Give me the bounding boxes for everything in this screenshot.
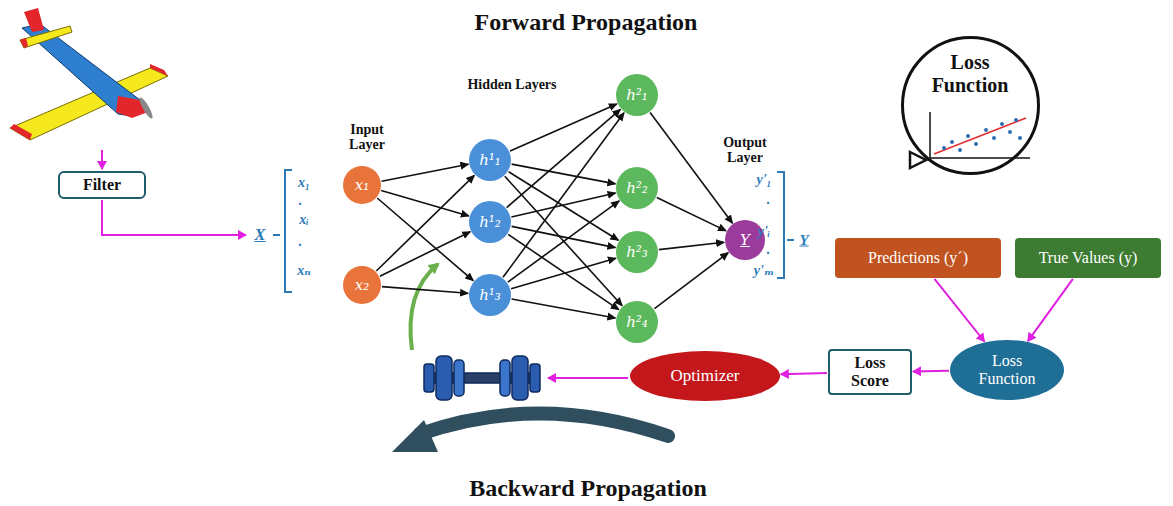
connector-arrow bbox=[382, 287, 468, 294]
vector-dots: . bbox=[766, 242, 770, 258]
hidden-neuron: h²₂ bbox=[616, 167, 658, 209]
loss-function-ellipse: Loss Function bbox=[950, 340, 1064, 400]
connector-arrow bbox=[1028, 279, 1073, 341]
layer-label: Hidden Layers bbox=[467, 77, 556, 93]
node-text: Loss Function bbox=[920, 51, 1020, 97]
node-text: True Values (y) bbox=[1039, 249, 1138, 267]
connector-arrow bbox=[509, 172, 619, 241]
vector-entry: y'ᵢ bbox=[758, 224, 770, 240]
layer-label: Output Layer bbox=[715, 135, 775, 166]
node-text: h²₃ bbox=[626, 243, 648, 261]
connector-arrow bbox=[511, 193, 615, 217]
connector-arrow bbox=[512, 164, 616, 184]
vector-entry: xₙ bbox=[297, 262, 310, 279]
scatter-plot-icon bbox=[910, 112, 1030, 168]
hidden-neuron: h²₁ bbox=[616, 74, 658, 116]
connector-arrow bbox=[377, 198, 473, 281]
leader-line bbox=[101, 150, 103, 169]
layer-label: Input Layer bbox=[337, 122, 397, 153]
flow-arrow bbox=[548, 377, 628, 379]
connector-arrow bbox=[382, 164, 469, 181]
vector-bracket bbox=[285, 170, 292, 292]
diagram-subtitle: Backward Propagation bbox=[469, 475, 707, 502]
connector-arrow bbox=[935, 279, 985, 342]
connector-arrow bbox=[657, 198, 726, 231]
vector-entry: xᵢ bbox=[299, 212, 308, 228]
leader-line bbox=[102, 200, 246, 235]
vector-entry: y'ₘ bbox=[754, 262, 774, 279]
dumbbell-icon bbox=[424, 356, 540, 400]
connector-arrow bbox=[507, 109, 621, 207]
connector-arrow bbox=[781, 373, 827, 374]
connector-arrow bbox=[650, 113, 732, 224]
connector-arrow bbox=[508, 201, 619, 282]
connector-arrow bbox=[512, 299, 616, 318]
vector-dots: . bbox=[298, 234, 302, 250]
update-arrow bbox=[410, 264, 438, 350]
connector-arrow bbox=[655, 253, 729, 309]
dash bbox=[273, 234, 280, 236]
vector-entry: x₁ bbox=[298, 175, 310, 191]
node-text: x₁ bbox=[355, 176, 369, 194]
connector-arrow bbox=[659, 242, 724, 249]
diagram-title: Forward Propagation bbox=[475, 9, 698, 36]
connector-arrow bbox=[503, 113, 624, 278]
node-text: h¹₁ bbox=[479, 151, 501, 169]
optimizer-ellipse: Optimizer bbox=[630, 351, 780, 401]
hidden-neuron: h²₄ bbox=[616, 301, 658, 343]
node-text: Filter bbox=[83, 176, 121, 194]
loss-function-circle: Loss Function bbox=[901, 36, 1040, 175]
dash bbox=[787, 239, 794, 241]
node-text: h¹₂ bbox=[479, 213, 501, 231]
loss-score-box: Loss Score bbox=[828, 349, 912, 396]
true-values-box: True Values (y) bbox=[1015, 238, 1161, 278]
filter-box: Filter bbox=[58, 171, 146, 199]
node-text: Loss Function bbox=[972, 352, 1042, 389]
node-text: h²₁ bbox=[626, 86, 648, 104]
node-text: Predictions (y´) bbox=[868, 249, 968, 267]
airplane-illustration bbox=[10, 8, 168, 140]
vector-dots: . bbox=[298, 193, 302, 209]
vector-name: X bbox=[254, 225, 265, 245]
connector-arrow bbox=[380, 232, 470, 277]
hidden-neuron: h¹₂ bbox=[469, 201, 511, 243]
node-text: Optimizer bbox=[671, 366, 740, 386]
node-text: Y bbox=[740, 231, 750, 249]
vector-name: Y bbox=[799, 232, 808, 249]
connector-arrow bbox=[511, 258, 616, 289]
node-text: h²₄ bbox=[626, 313, 648, 331]
node-text: x₂ bbox=[355, 276, 369, 294]
connector-arrow bbox=[376, 175, 474, 271]
hidden-neuron: h¹₁ bbox=[469, 139, 511, 181]
hidden-neuron: h¹₃ bbox=[469, 274, 511, 316]
vector-bracket bbox=[777, 172, 784, 278]
vector-entry: y'₁ bbox=[757, 172, 772, 188]
backward-arrow bbox=[392, 413, 668, 452]
predictions-box: Predictions (y´) bbox=[835, 238, 1001, 278]
input-neuron: x₁ bbox=[343, 166, 381, 204]
input-neuron: x₂ bbox=[343, 266, 381, 304]
node-text: Loss Score bbox=[840, 354, 900, 391]
hidden-neuron: h²₃ bbox=[616, 231, 658, 273]
vector-dots: . bbox=[766, 192, 770, 208]
connector-arrow bbox=[508, 234, 619, 309]
connector-arrow bbox=[913, 370, 949, 373]
node-text: h²₂ bbox=[626, 179, 648, 197]
node-text: h¹₃ bbox=[479, 286, 501, 304]
